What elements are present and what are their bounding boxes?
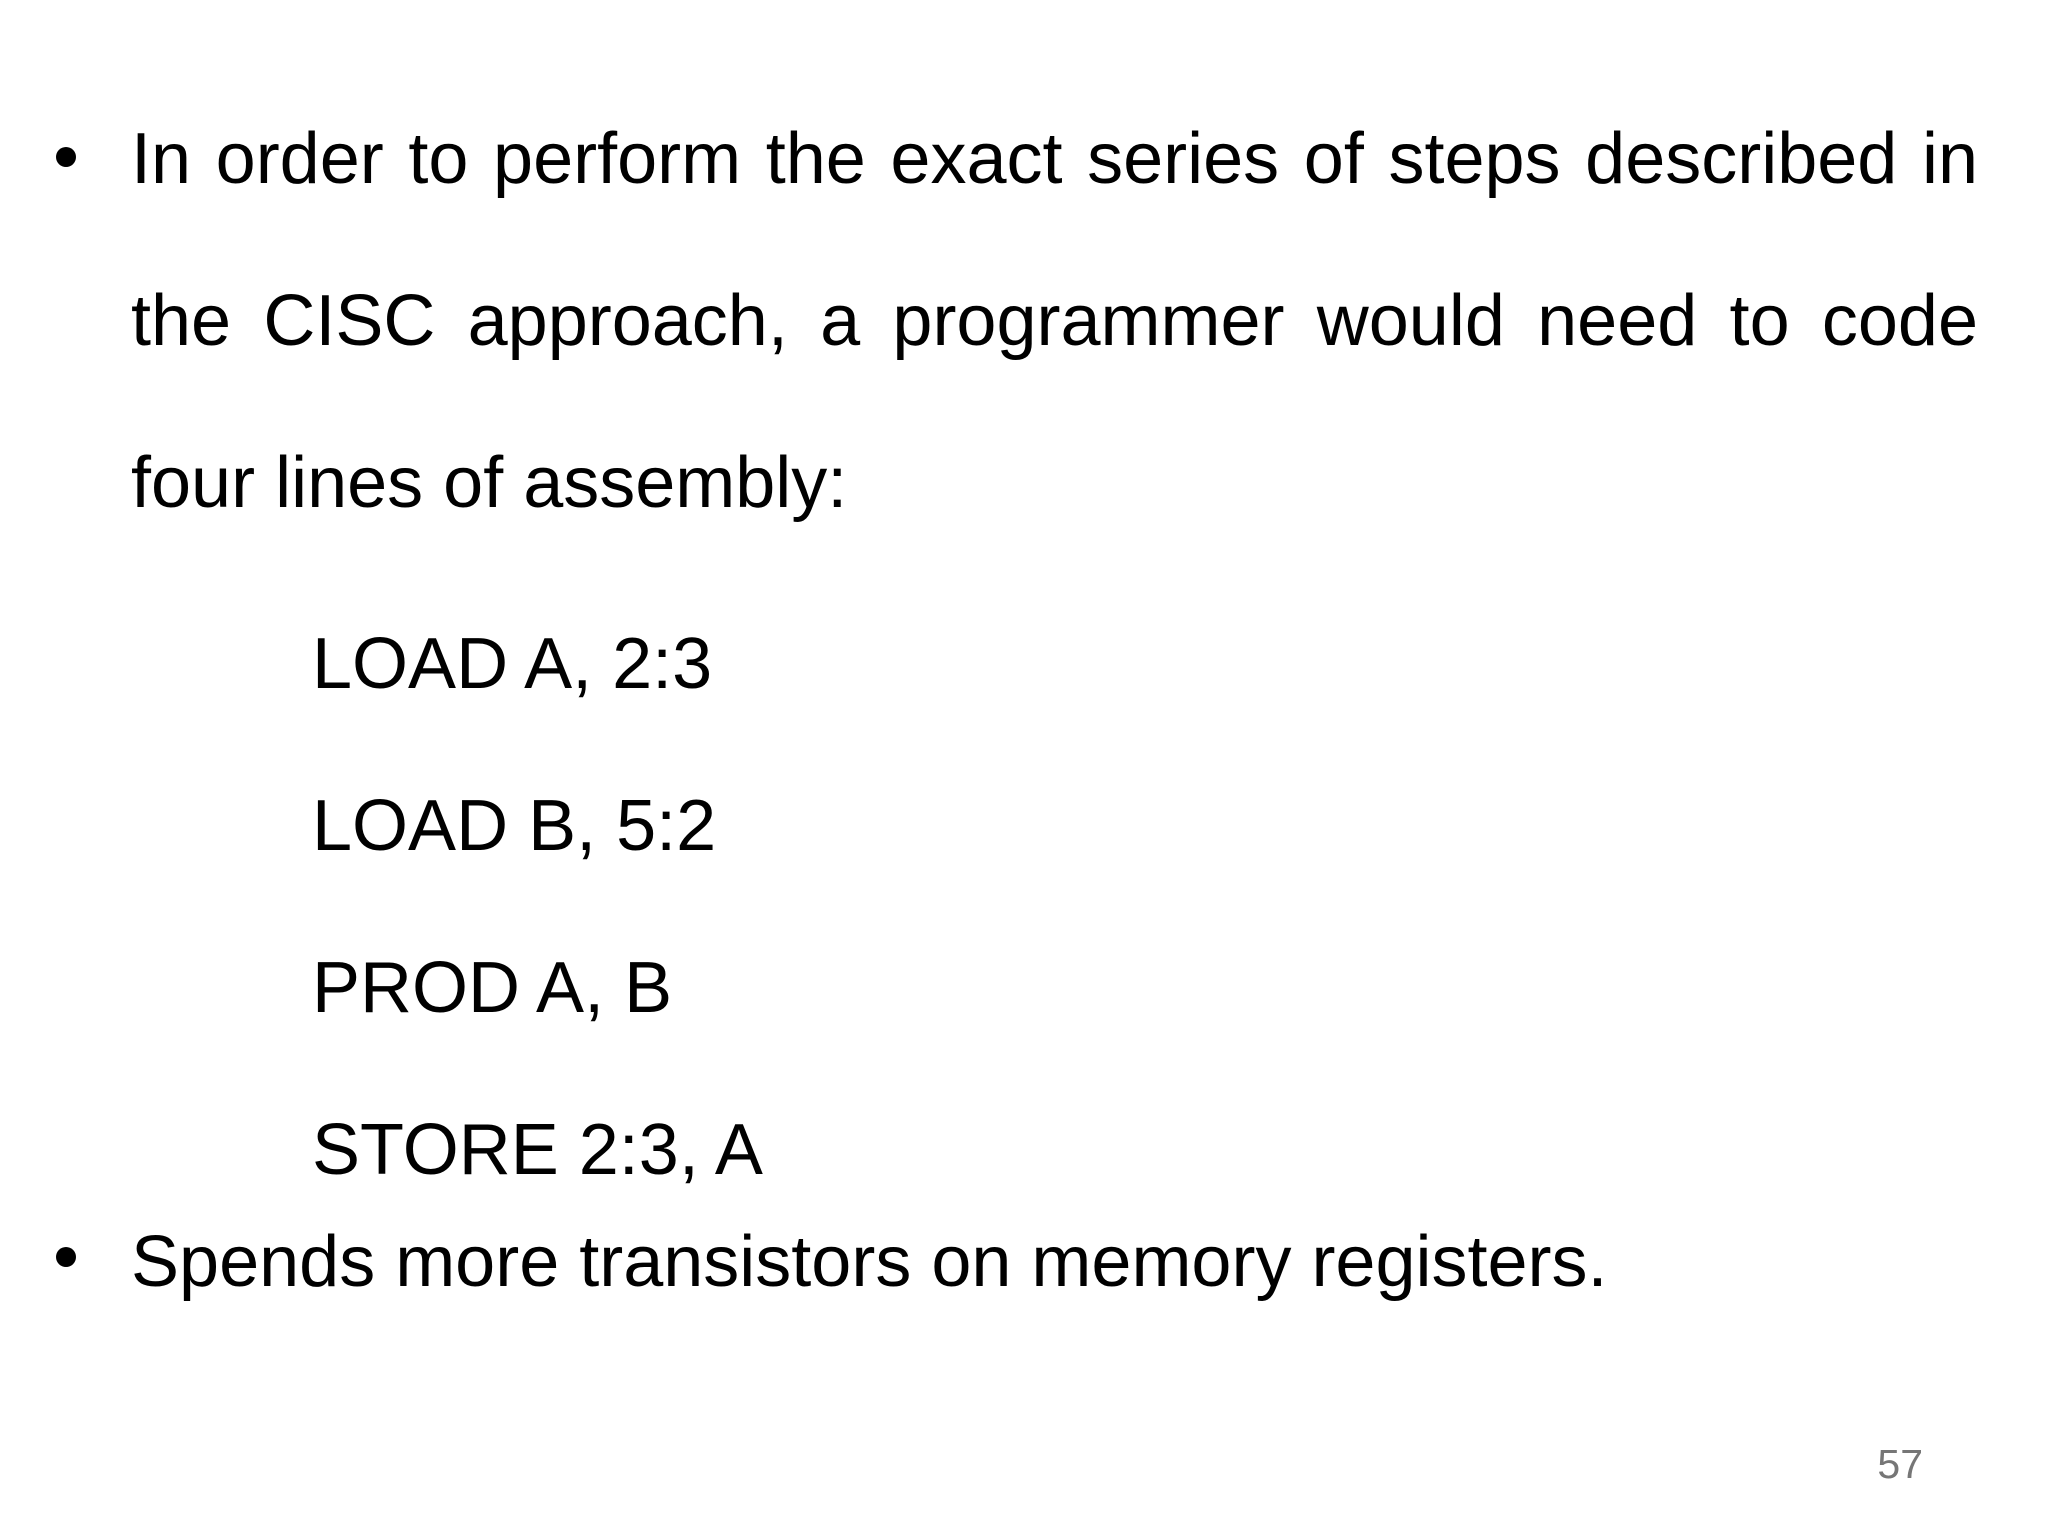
assembly-line-prod: PROD A, B [312, 948, 673, 1028]
bullet1-line3: four lines of assembly: [131, 443, 848, 523]
assembly-line-load-a: LOAD A, 2:3 [312, 624, 713, 704]
slide-content: In order to perform the exact series of … [56, 119, 1978, 1302]
bullet1-line2: the CISC approach, a programmer would ne… [131, 281, 1978, 361]
bullet1-line1: In order to perform the exact series of … [131, 119, 1978, 199]
bullet-icon [56, 1247, 76, 1267]
page-number: 57 [1877, 1441, 1923, 1487]
bullet-icon [56, 147, 76, 167]
bullet2-text: Spends more transistors on memory regist… [131, 1222, 1608, 1302]
assembly-line-load-b: LOAD B, 5:2 [312, 786, 717, 866]
assembly-line-store: STORE 2:3, A [312, 1110, 763, 1190]
